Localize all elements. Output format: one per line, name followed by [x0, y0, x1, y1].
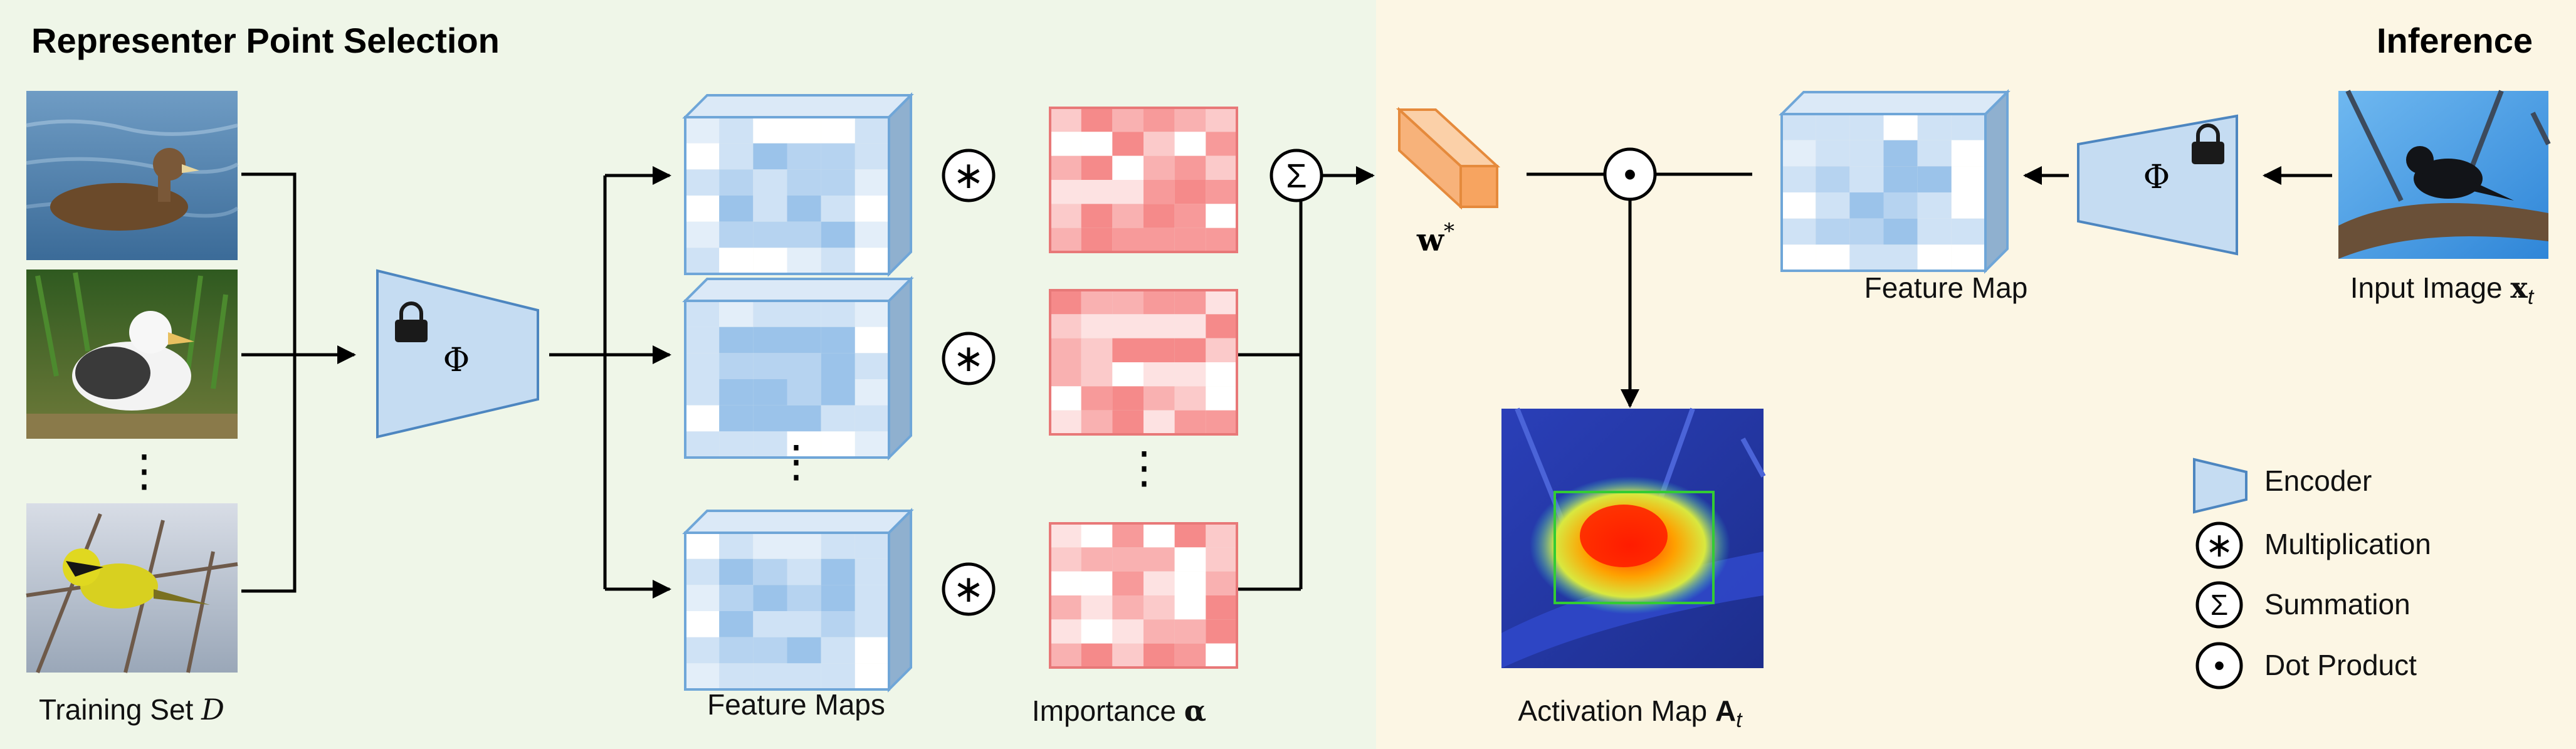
activation-map-image [1501, 407, 1766, 668]
lock-icon [395, 301, 428, 342]
encoder-right-symbol: Φ [2143, 159, 2170, 196]
feature-maps-stack [682, 92, 914, 693]
legend-multiply-icon [2195, 521, 2243, 569]
encoder-left: Φ [376, 269, 539, 439]
legend-dot-product: • Dot Product [2195, 642, 2417, 689]
training-ellipsis: ⋮ [122, 446, 166, 495]
activation-bounding-box [1553, 491, 1715, 604]
legend-encoder: Encoder [2193, 458, 2372, 514]
feature-maps-ellipsis: ⋮ [774, 437, 818, 486]
feature-map-1 [682, 92, 914, 277]
activation-map-label: Activation Map At [1518, 694, 1743, 732]
training-set-label: Training Set D [39, 693, 224, 726]
dot-product-operator: • [1603, 147, 1657, 201]
importance-sum-connector [1238, 194, 1303, 591]
importance-label: Importance α [1032, 694, 1206, 728]
legend-multiply-symbol: ∗ [2205, 526, 2233, 564]
legend-encoder-icon [2193, 458, 2247, 514]
importance-map-3 [1049, 522, 1238, 669]
multiply-symbol-1: ∗ [953, 154, 984, 196]
multiply-symbol-3: ∗ [953, 568, 984, 610]
input-image-label: Input Image xt [2350, 271, 2535, 309]
feature-map-3 [682, 508, 914, 693]
legend-dot-product-text: Dot Product [2264, 649, 2417, 681]
feature-map-2 [682, 276, 914, 461]
legend-summation: Σ Summation [2195, 581, 2410, 629]
importance-map-1 [1049, 107, 1238, 253]
inference-feature-map-label: Feature Map [1864, 271, 2028, 304]
training-image-warbler [26, 503, 238, 674]
feature-maps-label: Feature Maps [707, 688, 885, 721]
multiply-operator-2: ∗ [942, 332, 996, 385]
multiply-operator-3: ∗ [942, 562, 996, 616]
section-title-inference: Inference [2377, 21, 2533, 60]
encoder-right: Φ [2077, 114, 2238, 256]
weight-vector [1396, 107, 1501, 210]
inference-feature-map-grid [1779, 89, 2011, 274]
multiply-symbol-2: ∗ [953, 337, 984, 379]
summation-operator: Σ [1270, 149, 1323, 202]
importance-map-2 [1049, 289, 1238, 436]
training-image-albatross-grass [26, 270, 238, 439]
summation-symbol: Σ [1286, 157, 1306, 195]
section-title-representer: Representer Point Selection [31, 21, 500, 60]
legend-encoder-text: Encoder [2264, 464, 2372, 497]
training-image-albatross-water [26, 91, 239, 260]
legend-dot-icon [2195, 642, 2243, 689]
legend-summation-icon [2195, 581, 2243, 629]
dot-product-symbol: • [1624, 154, 1636, 195]
inference-feature-map [1779, 89, 2011, 274]
legend-summation-symbol: Σ [2211, 589, 2228, 621]
legend-dot-symbol: • [2214, 648, 2225, 683]
training-merge-connector [241, 172, 297, 593]
legend-summation-text: Summation [2264, 588, 2410, 621]
weight-label: w* [1416, 219, 1454, 258]
importance-maps-stack [1049, 107, 1238, 669]
multiply-operator-1: ∗ [942, 149, 996, 202]
legend: Encoder ∗ Multiplication Σ Summation • D… [2193, 458, 2431, 689]
legend-multiplication-text: Multiplication [2264, 528, 2431, 560]
input-image-bird [2338, 90, 2551, 259]
lock-icon [2192, 123, 2224, 164]
importance-ellipsis: ⋮ [1122, 443, 1166, 492]
encoder-left-symbol: Φ [443, 342, 470, 379]
legend-multiplication: ∗ Multiplication [2195, 521, 2431, 569]
